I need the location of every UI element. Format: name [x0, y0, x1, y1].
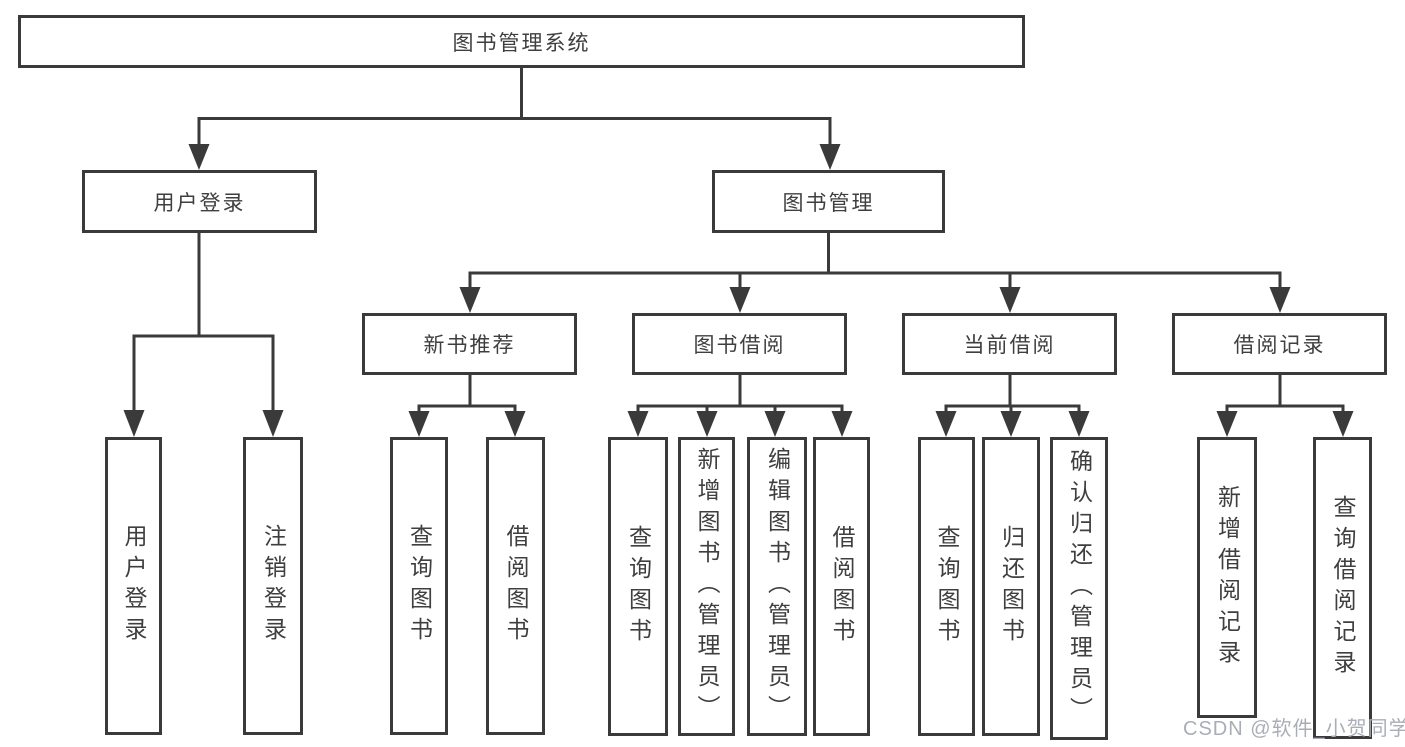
node-book-borrow: 图书借阅: [632, 313, 847, 375]
leaf-user-login: 用户登录: [105, 437, 162, 735]
leaf-confirm-return-admin: 确认归还（管理员）: [1050, 437, 1108, 740]
node-label: 借阅图书: [503, 524, 529, 648]
leaf-return-books: 归还图书: [982, 437, 1040, 736]
node-label: 用户登录: [121, 524, 147, 648]
node-label: 查询图书: [625, 524, 652, 649]
node-label: 注销登录: [260, 524, 287, 648]
node-new-book-recommend: 新书推荐: [362, 313, 577, 375]
leaf-query-books-recommend: 查询图书: [390, 437, 448, 735]
connector-userlogin-to-leaves: [123, 233, 284, 437]
node-label: 新书推荐: [423, 334, 516, 357]
node-label: 编辑图书（管理员）: [764, 447, 791, 726]
node-book-management: 图书管理: [712, 170, 945, 233]
leaf-borrow-books-recommend: 借阅图书: [486, 437, 545, 735]
connector-bookmgmt-to-level3: [459, 233, 1291, 313]
node-user-login: 用户登录: [82, 170, 317, 233]
node-label: 借阅记录: [1233, 334, 1326, 357]
connector-records-to-leaves: [1216, 375, 1354, 437]
node-label: 用户登录: [153, 191, 246, 215]
node-label: 图书借阅: [693, 334, 786, 357]
leaf-add-borrow-record: 新增借阅记录: [1197, 437, 1257, 718]
node-label: 新增借阅记录: [1214, 484, 1241, 671]
leaf-add-books-admin: 新增图书（管理员）: [678, 437, 735, 736]
leaf-logout: 注销登录: [243, 437, 303, 735]
leaf-borrow-books: 借阅图书: [813, 437, 870, 736]
connector-borrow-to-leaves: [627, 375, 853, 437]
node-label: 图书管理系统: [452, 31, 591, 55]
node-label: 图书管理: [782, 191, 875, 215]
node-label: 确认归还（管理员）: [1066, 449, 1093, 728]
connector-current-to-leaves: [935, 375, 1090, 437]
node-label: 借阅图书: [829, 524, 855, 649]
connector-root-to-level2: [188, 66, 841, 170]
node-label: 当前借阅: [963, 334, 1056, 357]
leaf-edit-books-admin: 编辑图书（管理员）: [747, 437, 807, 736]
node-label: 查询借阅记录: [1330, 495, 1356, 681]
node-system-root: 图书管理系统: [18, 15, 1025, 68]
csdn-watermark: CSDN @软件_小贺同学: [1183, 718, 1405, 740]
leaf-query-current: 查询图书: [918, 437, 975, 736]
node-label: 查询图书: [406, 524, 433, 648]
node-borrow-records: 借阅记录: [1172, 313, 1387, 375]
leaf-query-books: 查询图书: [608, 437, 668, 736]
node-label: 新增图书（管理员）: [694, 447, 720, 726]
node-current-borrow: 当前借阅: [902, 313, 1117, 375]
node-label: 归还图书: [998, 524, 1025, 649]
connector-newbook-to-leaves: [408, 375, 526, 437]
leaf-query-borrow-record: 查询借阅记录: [1313, 437, 1372, 739]
node-label: 查询图书: [934, 524, 960, 649]
